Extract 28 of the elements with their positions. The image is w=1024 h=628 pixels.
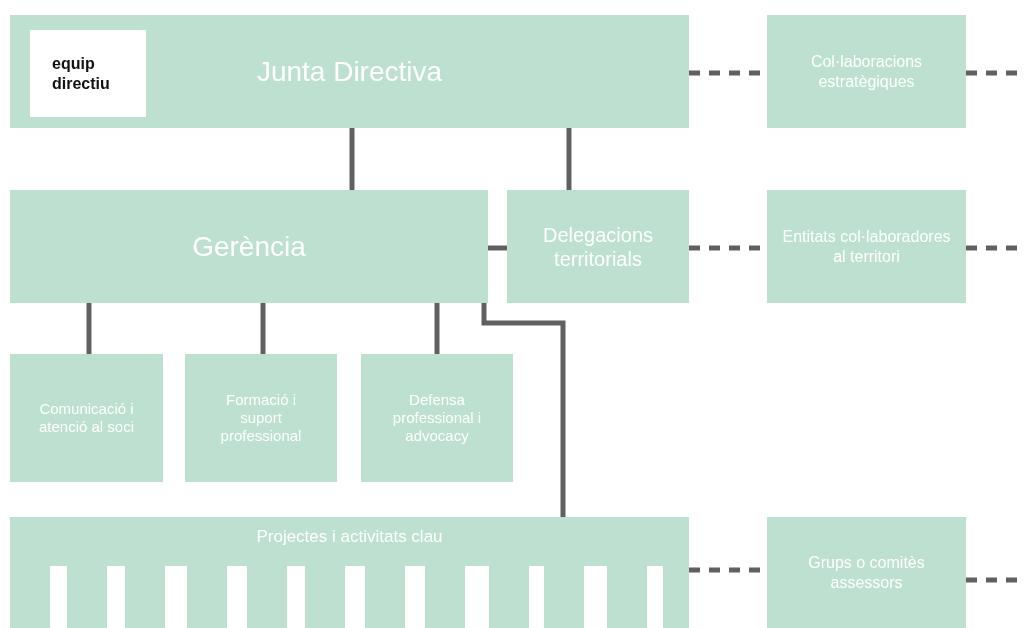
box-label: Projectes i activitats clau	[256, 527, 443, 548]
box-label: Delegacions territorials	[541, 222, 655, 271]
org-box	[361, 354, 513, 482]
org-box	[10, 190, 488, 303]
box-label: Grups o comitès assessors	[807, 553, 926, 592]
connector-line	[349, 128, 355, 190]
box-label: Entitats col·laboradores al territori	[781, 227, 952, 266]
org-box	[767, 15, 966, 128]
org-box	[185, 354, 337, 482]
org-box	[10, 15, 689, 128]
box-label: Gerència	[192, 229, 306, 264]
box-label: Junta Directiva	[256, 54, 443, 89]
box-label: equip directiu	[52, 54, 111, 93]
connector-line	[488, 245, 507, 251]
org-box	[507, 190, 689, 303]
connector-line	[434, 303, 440, 354]
connector-line	[481, 303, 566, 517]
org-box	[10, 354, 163, 482]
org-box	[767, 190, 966, 303]
connector-line	[260, 303, 266, 354]
org-box	[10, 517, 689, 628]
connector-line	[566, 128, 572, 190]
org-box	[767, 517, 966, 628]
connector-line	[86, 303, 92, 354]
box-label: Defensa professional i advocacy	[391, 391, 483, 445]
label-card	[30, 30, 146, 117]
box-label: Formació i suport professional	[219, 391, 303, 445]
box-label: Col·laboracions estratègiques	[809, 52, 924, 91]
